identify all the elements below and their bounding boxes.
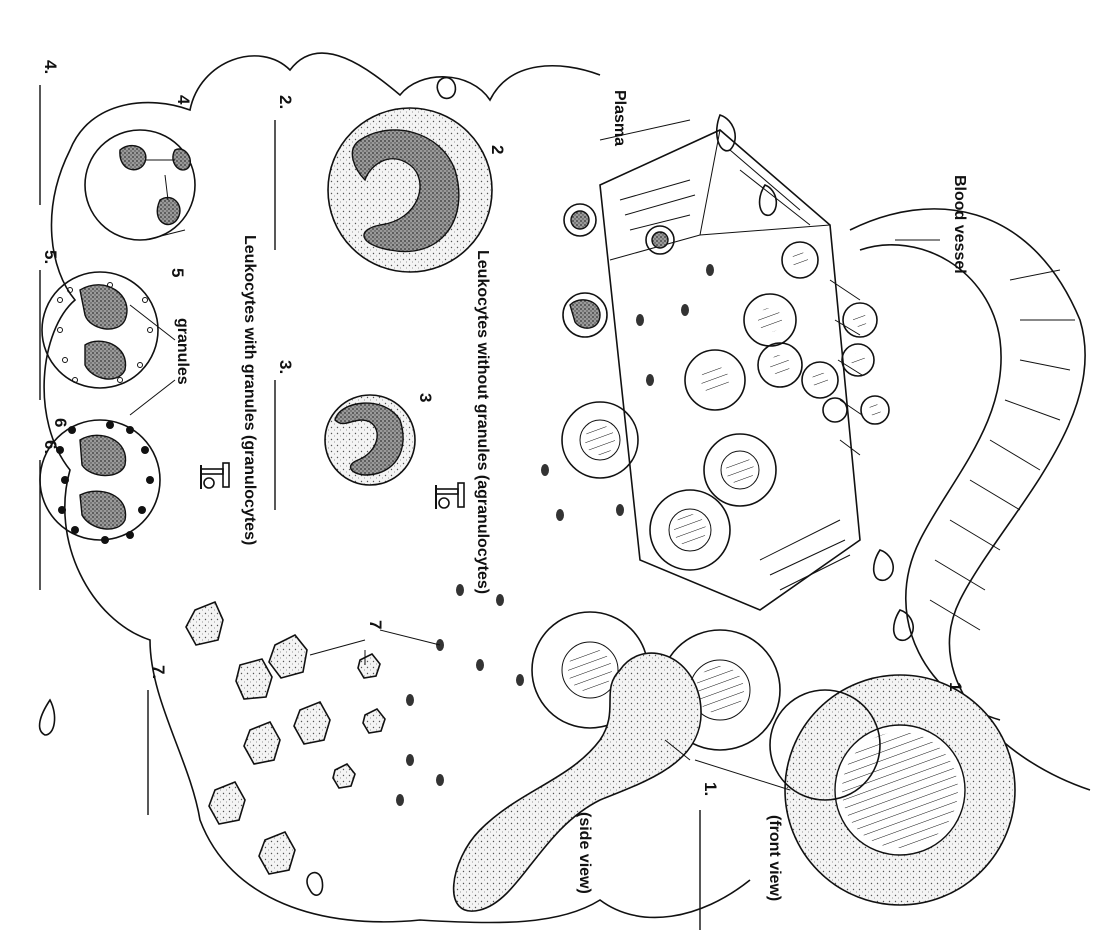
marker-4: 4 <box>174 95 193 105</box>
marker-7: 7 <box>366 620 385 629</box>
side-view-label: (side view) <box>576 812 593 894</box>
blank-6-number: 6. <box>41 440 60 454</box>
erythrocytes-outside <box>562 402 776 570</box>
marker-6: 6 <box>51 418 70 427</box>
monocyte-cell-2 <box>328 108 492 272</box>
granules-label: granules <box>174 318 191 385</box>
blank-5-number: 5. <box>41 250 60 264</box>
basophil-cell-6 <box>40 420 160 540</box>
marker-2: 2 <box>488 145 507 154</box>
blank-4-number: 4. <box>41 60 60 74</box>
vessel-wall-striations <box>930 270 1075 630</box>
blood-vessel-wall-inner <box>860 245 1001 720</box>
plasma-label: Plasma <box>611 90 628 146</box>
blank-3-number: 3. <box>276 360 295 374</box>
marker-5: 5 <box>168 268 187 277</box>
vessel-cut-hatching <box>620 150 862 590</box>
agranulocytes-label: Leukocytes without granules (agranulocyt… <box>474 250 491 594</box>
eosinophil-cell-5 <box>42 272 158 388</box>
blank-2-number: 2. <box>276 95 295 109</box>
blank-1-number: 1. <box>701 782 720 796</box>
marker-1: 1 <box>946 682 965 691</box>
marker-3: 3 <box>416 393 435 402</box>
small-leukocytes <box>563 204 674 337</box>
blank-7-number: 7. <box>149 665 168 679</box>
granulocytes-label: Leukocytes with granules (granulocytes) <box>241 235 258 545</box>
microscope-icon <box>436 483 464 509</box>
front-view-label: (front view) <box>766 815 783 901</box>
microscope-icon-2 <box>201 463 229 489</box>
neutrophil-cell-4 <box>85 130 195 240</box>
lymphocyte-cell-3 <box>325 395 415 485</box>
blood-vessel-label: Blood vessel <box>951 175 968 274</box>
erythrocytes-in-vessel <box>685 242 889 424</box>
